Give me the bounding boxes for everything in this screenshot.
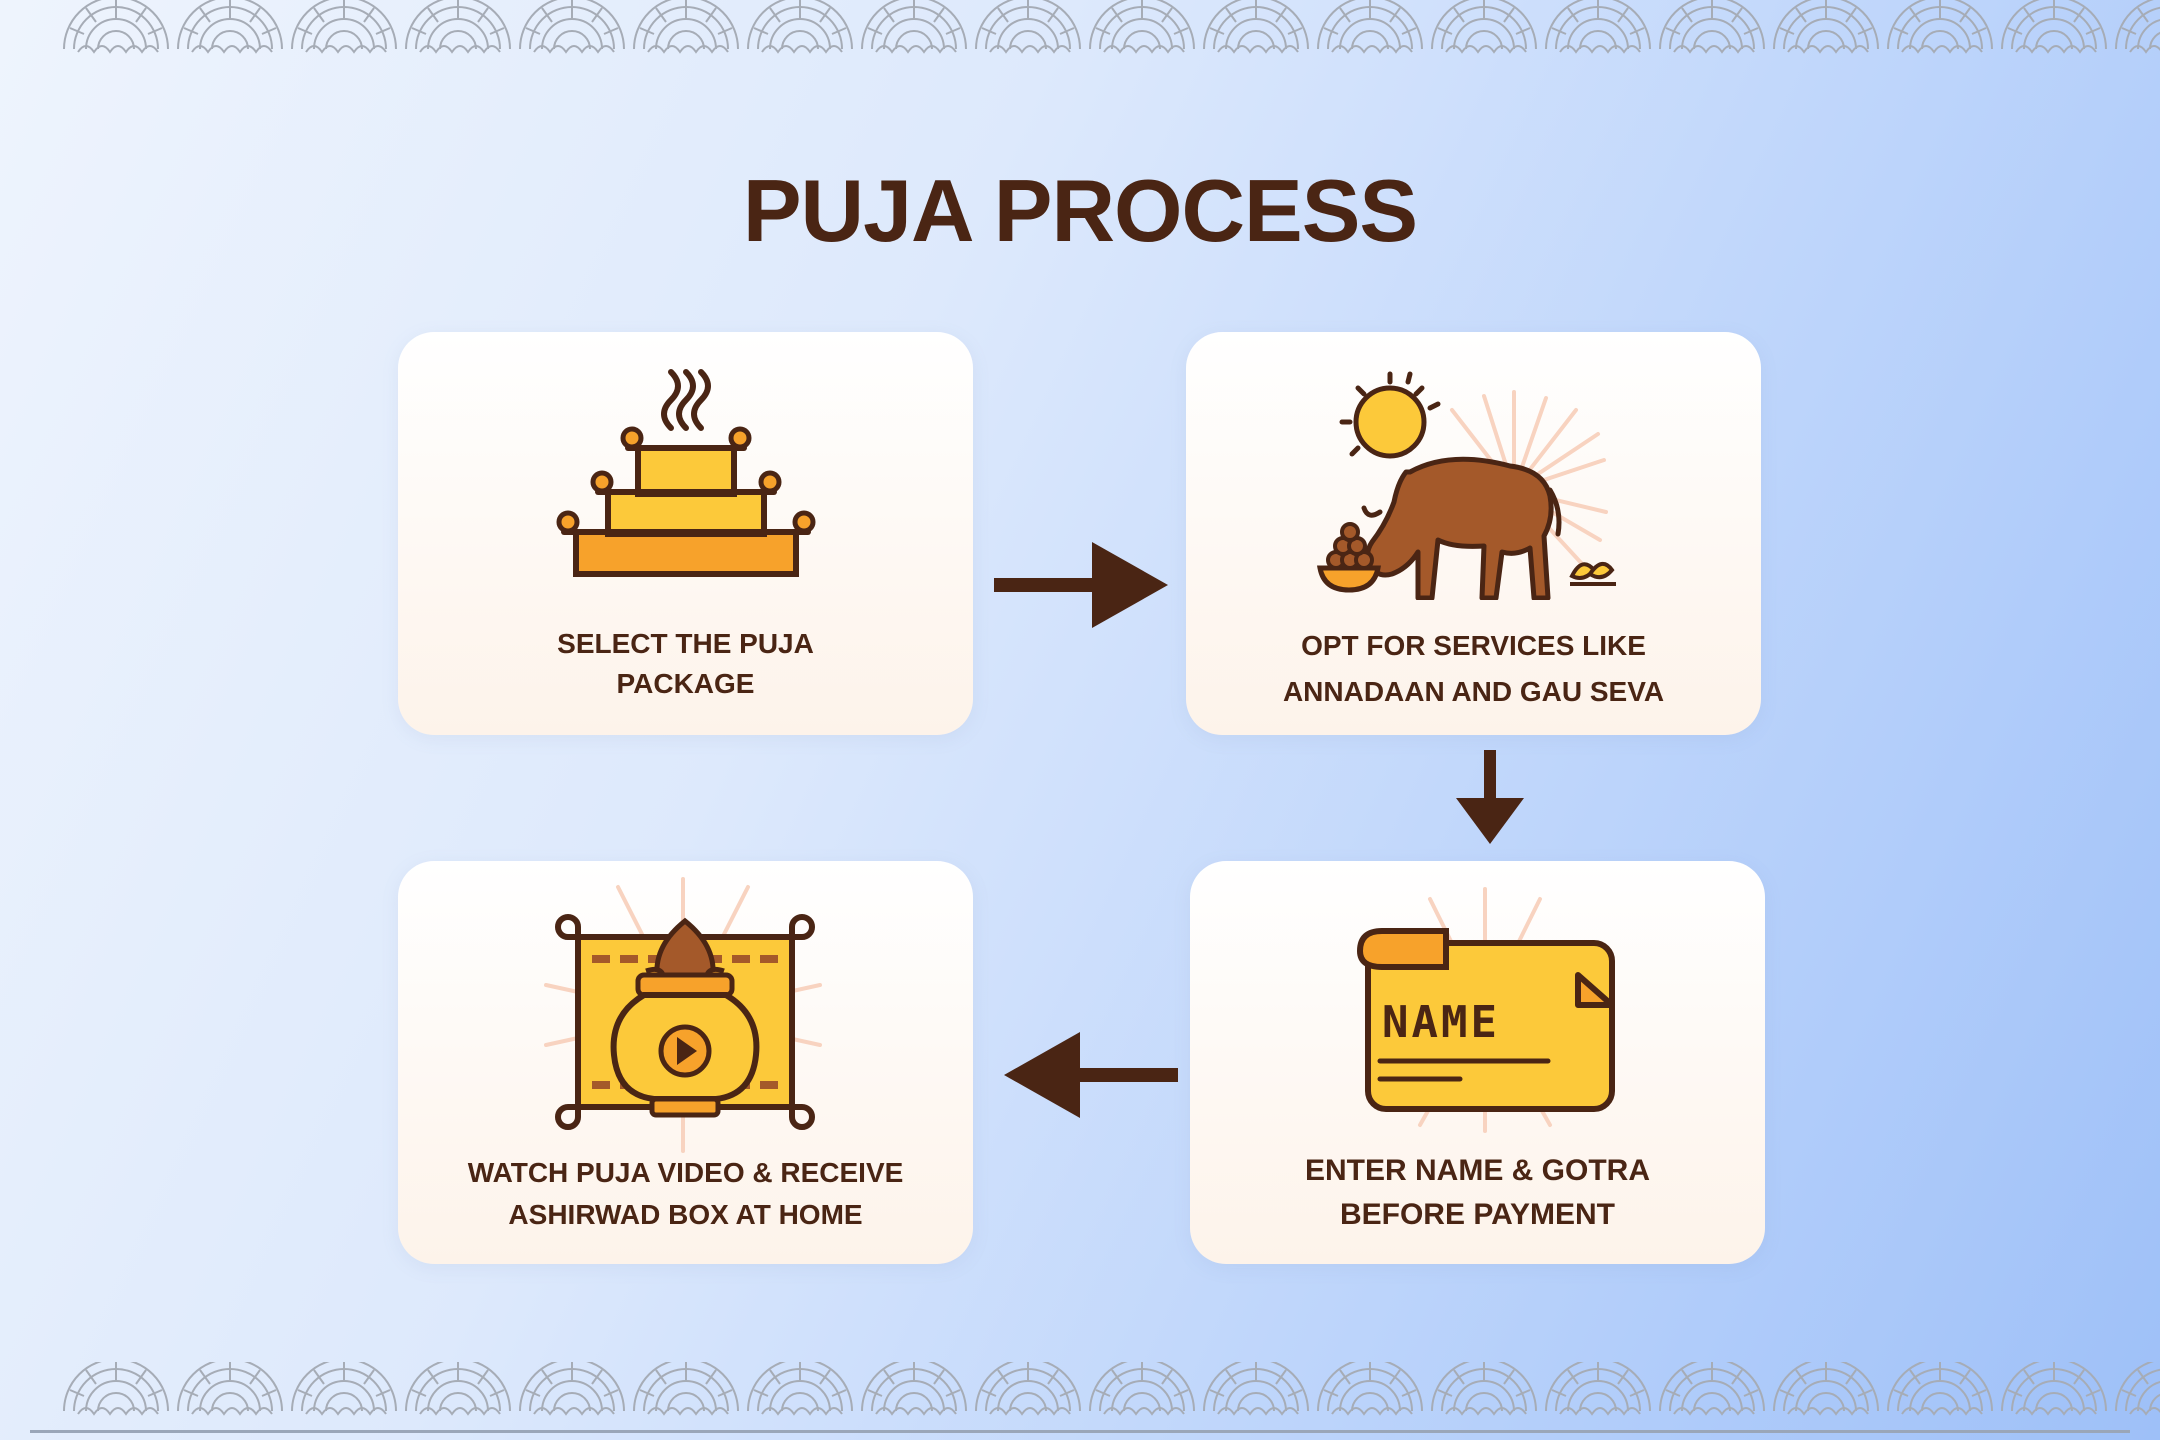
step-card-select-package: SELECT THE PUJA PACKAGE	[398, 332, 973, 735]
step-2-label-line2: ANNADAAN AND GAU SEVA	[1282, 676, 1665, 707]
step-card-services: OPT FOR SERVICES LIKE ANNADAAN AND GAU S…	[1186, 332, 1761, 735]
arrow-down-icon	[1456, 750, 1524, 844]
step-card-enter-name: NAME ENTER NAME & GOTRA BEFORE PAYMENT	[1190, 861, 1765, 1264]
name-scroll-icon: NAME	[1356, 887, 1615, 1133]
step-card-watch-video: WATCH PUJA VIDEO & RECEIVE ASHIRWAD BOX …	[398, 861, 973, 1264]
play-icon	[677, 1037, 697, 1065]
step-1-label-line1: SELECT THE PUJA	[557, 628, 814, 659]
kalash-video-icon	[544, 877, 822, 1153]
step-2-label-line1: OPT FOR SERVICES LIKE	[1301, 630, 1646, 661]
bottom-mandala-border	[63, 1362, 2160, 1415]
arrow-right-icon	[994, 542, 1168, 628]
step-1-label-line2: PACKAGE	[616, 668, 755, 699]
scroll-name-text: NAME	[1382, 997, 1500, 1048]
step-4-label-line1: WATCH PUJA VIDEO & RECEIVE	[467, 1157, 904, 1188]
step-3-label-line2: BEFORE PAYMENT	[1339, 1198, 1616, 1231]
top-mandala-border	[63, 0, 2160, 53]
step-3-label-line1: ENTER NAME & GOTRA	[1305, 1154, 1650, 1187]
altar-icon	[556, 369, 816, 577]
step-4-label-line2: ASHIRWAD BOX AT HOME	[508, 1199, 863, 1230]
page-title: PUJA PROCESS	[742, 161, 1418, 260]
bottom-divider	[30, 1430, 2130, 1433]
cow-sun-icon	[1317, 371, 1616, 600]
arrow-left-icon	[1004, 1032, 1178, 1118]
